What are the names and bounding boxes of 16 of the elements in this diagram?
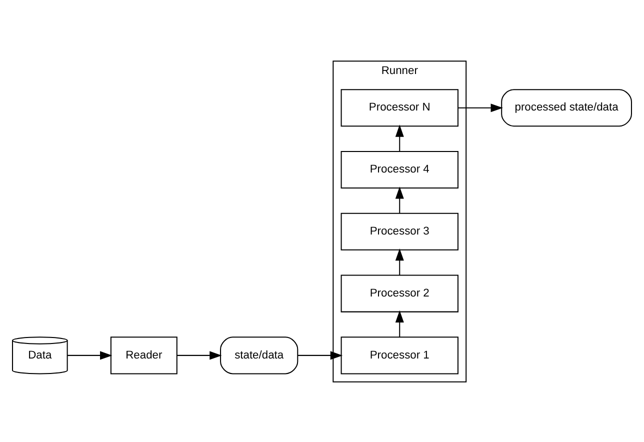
arrow: [395, 186, 404, 213]
node-box: Processor 3: [340, 212, 458, 250]
arrow: [67, 350, 112, 360]
node-box: Processor 4: [340, 150, 458, 188]
node-box: state/data: [220, 336, 298, 374]
arrow: [395, 124, 404, 151]
arrow: [458, 103, 503, 112]
arrow: [395, 310, 404, 337]
node-box: Reader: [110, 336, 178, 374]
arrow: [177, 350, 222, 360]
node-box: Processor N: [340, 88, 458, 126]
node-box: Processor 2: [340, 274, 458, 312]
arrow: [298, 350, 343, 360]
arrow: [395, 248, 404, 275]
node-box: processed state/data: [501, 88, 632, 126]
node-box: Processor 1: [340, 336, 458, 374]
